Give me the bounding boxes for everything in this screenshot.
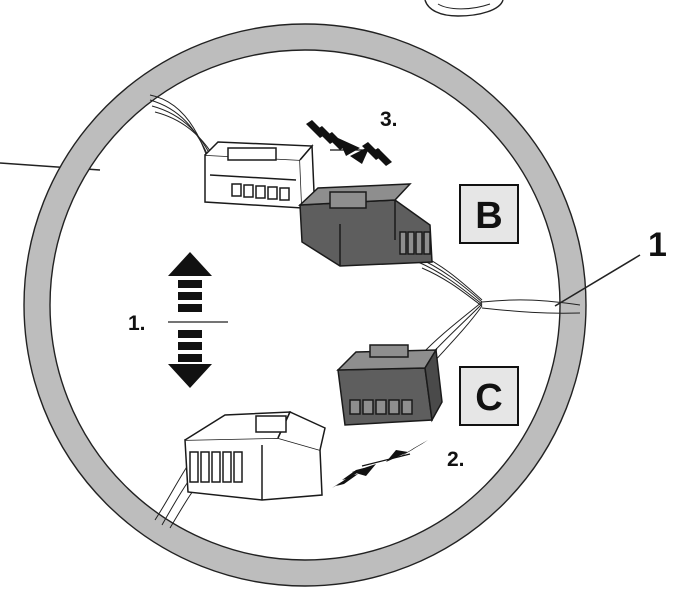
partial-object-top xyxy=(424,0,504,17)
detail-ring xyxy=(24,24,586,586)
double-arrow-vertical-icon xyxy=(168,252,212,388)
ring-inner-edge xyxy=(49,49,561,561)
label-box-b: B xyxy=(459,184,519,244)
label-c-text: C xyxy=(475,377,502,419)
ring-outer-edge xyxy=(23,23,587,587)
connector-a-upper-left xyxy=(204,141,315,209)
step-label-3: 3. xyxy=(380,108,398,131)
converging-arrows-icon xyxy=(306,120,392,166)
callout-number: 1 xyxy=(648,226,667,264)
converging-arrows-icon xyxy=(332,440,428,488)
connector-b xyxy=(298,183,433,267)
label-box-c: C xyxy=(459,366,519,426)
connector-c xyxy=(336,344,443,426)
leader-line-callout xyxy=(554,254,641,307)
step-label-1: 1. xyxy=(128,312,146,335)
connector-d-lower-left xyxy=(184,411,326,501)
step-label-2: 2. xyxy=(447,448,465,471)
label-b-text: B xyxy=(475,195,502,237)
